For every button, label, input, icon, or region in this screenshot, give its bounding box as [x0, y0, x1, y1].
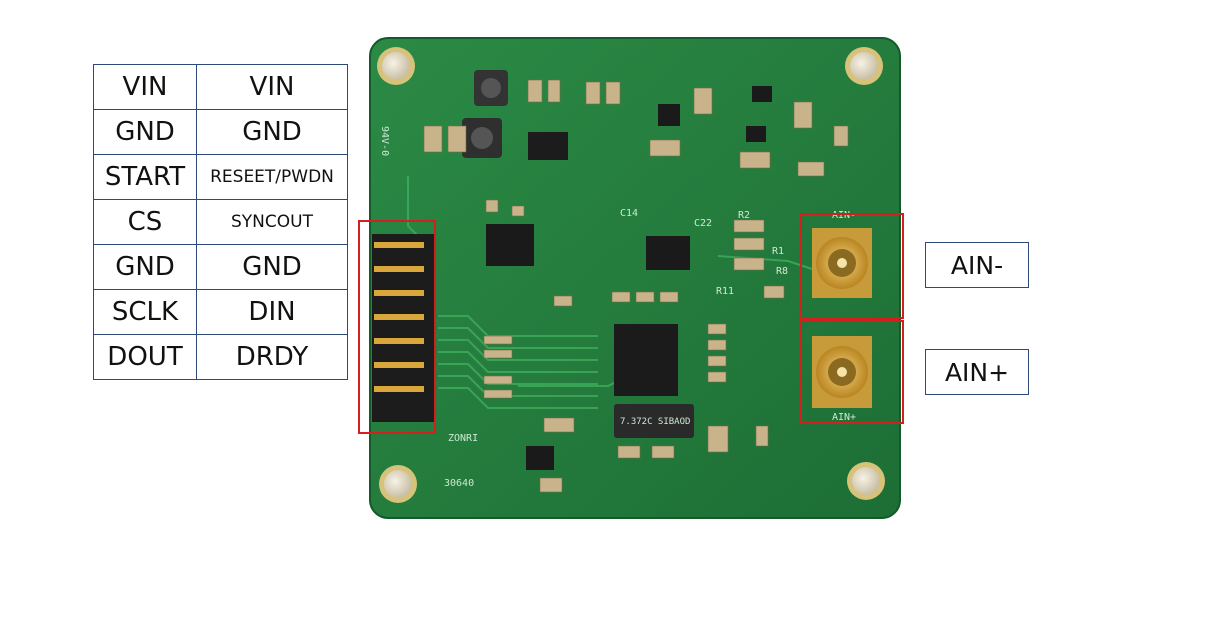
silk-rating: 94V-0 [379, 126, 390, 156]
pin-right-label: DRDY [196, 334, 348, 380]
pcb-board: 94V-0 C14 C22 R2 R1 R8 R11 ZONRI 30640 A… [369, 37, 901, 519]
pin-left-label: GND [93, 109, 197, 155]
pin-left-label: START [93, 154, 197, 200]
pin-header [372, 234, 434, 422]
passives [423, 79, 849, 493]
silk-crystal: 7.372C SIBAOD [620, 417, 690, 427]
ain-minus-highlight [800, 213, 904, 319]
silk-r8: R8 [776, 266, 788, 277]
pin-left-label: GND [93, 244, 197, 290]
pin-right-label: SYNCOUT [196, 199, 348, 245]
pin-right-label: GND [196, 109, 348, 155]
ain-plus-label: AIN+ [925, 349, 1029, 395]
pin-header-highlight [358, 220, 436, 434]
pin-right-label: GND [196, 244, 348, 290]
pin-left-label: CS [93, 199, 197, 245]
ain-plus-highlight [800, 320, 904, 424]
silk-ain-plus: AIN+ [832, 412, 856, 423]
pin-left-label: DOUT [93, 334, 197, 380]
mounting-holes [377, 47, 885, 503]
pin-right-label: DIN [196, 289, 348, 335]
pin-left-label: VIN [93, 64, 197, 110]
silk-brand: ZONRI [448, 433, 478, 444]
silk-c14: C14 [620, 208, 638, 219]
silk-r1: R1 [772, 246, 784, 257]
ain-minus-label: AIN- [925, 242, 1029, 288]
silk-c22: C22 [694, 218, 712, 229]
silk-r2: R2 [738, 210, 750, 221]
sma-connector-ain-plus [812, 336, 872, 408]
sma-connector-ain-minus [812, 228, 872, 298]
silk-r11: R11 [716, 286, 734, 297]
pin-right-label: RESEET/PWDN [196, 154, 348, 200]
silk-code: 30640 [444, 478, 474, 489]
pin-left-label: SCLK [93, 289, 197, 335]
silk-ain-minus: AIN- [832, 210, 856, 221]
pin-right-label: VIN [196, 64, 348, 110]
